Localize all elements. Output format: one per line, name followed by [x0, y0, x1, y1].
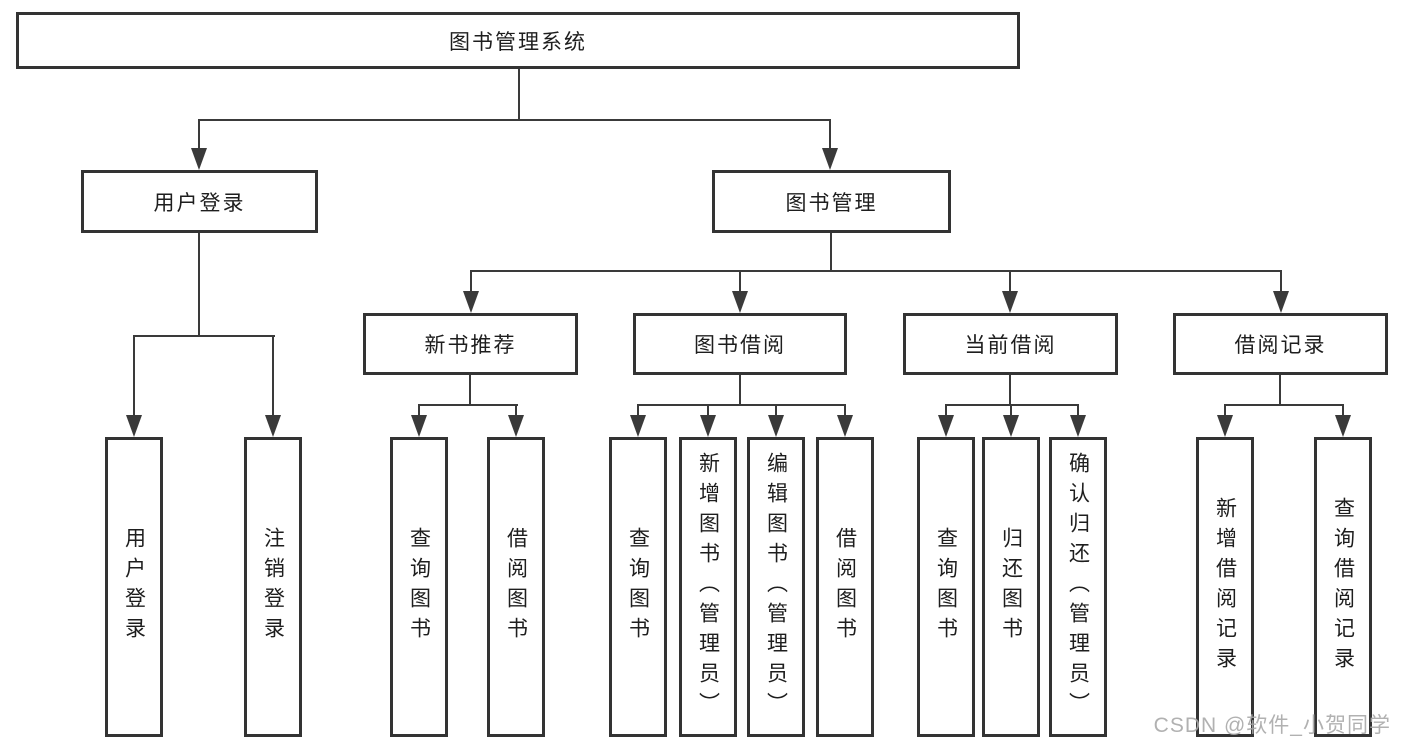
leaf-add-borrow-record: 新增借阅记录	[1196, 437, 1254, 737]
leaf-query-books-borrowing: 查询图书	[609, 437, 667, 737]
arrowhead-icon	[700, 415, 716, 437]
csdn-watermark: CSDN @软件_小贺同学	[1153, 714, 1391, 737]
node-label: 借阅图书	[504, 527, 528, 647]
arrowhead-icon	[938, 415, 954, 437]
arrowhead-icon	[822, 148, 838, 170]
leaf-query-books-recommend: 查询图书	[390, 437, 448, 737]
node-label: 查询借阅记录	[1331, 497, 1355, 677]
node-label: 查询图书	[934, 527, 958, 647]
arrowhead-icon	[191, 148, 207, 170]
node-label: 用户登录	[122, 527, 146, 647]
connector-line	[470, 270, 472, 293]
connector-line	[198, 119, 200, 150]
arrowhead-icon	[1002, 291, 1018, 313]
connector-line	[844, 404, 846, 417]
arrowhead-icon	[265, 415, 281, 437]
arrowhead-icon	[1335, 415, 1351, 437]
node-book-management: 图书管理	[712, 170, 951, 233]
arrowhead-icon	[1217, 415, 1233, 437]
connector-line	[739, 375, 741, 406]
connector-line	[830, 233, 832, 272]
arrowhead-icon	[508, 415, 524, 437]
node-label: 编辑图书（管理员）	[764, 452, 788, 722]
connector-line	[518, 69, 520, 121]
arrowhead-icon	[630, 415, 646, 437]
arrowhead-icon	[1273, 291, 1289, 313]
node-label: 借阅记录	[1234, 334, 1327, 357]
arrowhead-icon	[411, 415, 427, 437]
node-label: 图书借阅	[694, 334, 786, 357]
node-label: 确认归还（管理员）	[1066, 452, 1090, 722]
connector-line	[470, 270, 1282, 272]
leaf-query-borrow-record: 查询借阅记录	[1314, 437, 1372, 737]
node-label: 注销登录	[261, 527, 285, 647]
connector-line	[515, 404, 517, 417]
node-label: 用户登录	[153, 191, 246, 215]
node-label: 查询图书	[407, 527, 431, 647]
connector-line	[739, 270, 741, 293]
leaf-user-login: 用户登录	[105, 437, 163, 737]
node-current-borrowing: 当前借阅	[903, 313, 1118, 375]
connector-line	[1010, 404, 1012, 417]
node-label: 查询图书	[626, 527, 650, 647]
connector-line	[272, 335, 274, 417]
connector-line	[1342, 404, 1344, 417]
arrowhead-icon	[126, 415, 142, 437]
connector-line	[1009, 270, 1011, 293]
connector-line	[1224, 404, 1344, 406]
arrowhead-icon	[463, 291, 479, 313]
connector-line	[1224, 404, 1226, 417]
arrowhead-icon	[732, 291, 748, 313]
leaf-borrow-books-recommend: 借阅图书	[487, 437, 545, 737]
connector-line	[707, 404, 709, 417]
node-user-login: 用户登录	[81, 170, 318, 233]
node-new-book-recommend: 新书推荐	[363, 313, 578, 375]
leaf-add-books-admin: 新增图书（管理员）	[679, 437, 737, 737]
connector-line	[1009, 375, 1011, 406]
leaf-return-books: 归还图书	[982, 437, 1040, 737]
leaf-logout: 注销登录	[244, 437, 302, 737]
connector-line	[133, 335, 275, 337]
connector-line	[775, 404, 777, 417]
node-label: 借阅图书	[833, 527, 857, 647]
connector-line	[637, 404, 846, 406]
leaf-confirm-return-admin: 确认归还（管理员）	[1049, 437, 1107, 737]
node-root-library-system: 图书管理系统	[16, 12, 1020, 69]
node-book-borrowing: 图书借阅	[633, 313, 847, 375]
arrowhead-icon	[768, 415, 784, 437]
leaf-edit-books-admin: 编辑图书（管理员）	[747, 437, 805, 737]
connector-line	[469, 375, 471, 406]
connector-line	[1279, 375, 1281, 406]
connector-line	[418, 404, 420, 417]
node-label: 图书管理系统	[449, 30, 587, 54]
node-label: 新增借阅记录	[1213, 497, 1237, 677]
arrowhead-icon	[1003, 415, 1019, 437]
node-borrowing-records: 借阅记录	[1173, 313, 1388, 375]
node-label: 新书推荐	[424, 334, 517, 357]
node-label: 当前借阅	[964, 334, 1057, 357]
leaf-query-books-current: 查询图书	[917, 437, 975, 737]
connector-line	[418, 404, 518, 406]
connector-line	[637, 404, 639, 417]
node-label: 新增图书（管理员）	[696, 452, 720, 722]
node-label: 图书管理	[785, 191, 878, 215]
arrowhead-icon	[1070, 415, 1086, 437]
connector-line	[198, 233, 200, 337]
arrowhead-icon	[837, 415, 853, 437]
connector-line	[1280, 270, 1282, 293]
leaf-borrow-books: 借阅图书	[816, 437, 874, 737]
connector-line	[945, 404, 947, 417]
connector-line	[1077, 404, 1079, 417]
connector-line	[829, 119, 831, 150]
connector-line	[198, 119, 831, 121]
connector-line	[945, 404, 1079, 406]
connector-line	[133, 335, 135, 417]
node-label: 归还图书	[999, 527, 1023, 647]
